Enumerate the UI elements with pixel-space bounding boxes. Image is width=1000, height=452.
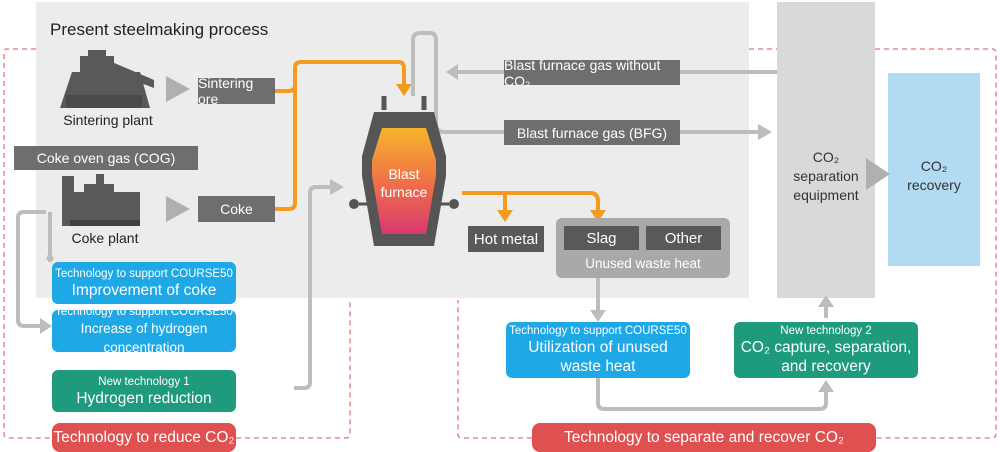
separate-group-outline-right [875, 48, 997, 439]
tech-hydrogen-concentration: Technology to support COURSE50 Increase … [52, 306, 236, 355]
co2-recovery-panel [888, 73, 980, 266]
tech-co2-capture: New technology 2 CO₂ capture, separation… [734, 322, 918, 378]
blast-furnace-label-line2: furnace [380, 184, 428, 200]
coke-plant-icon [62, 174, 140, 226]
reduce-group-outline-right [236, 300, 351, 439]
tech-waste-heat-title-line2: waste heat [560, 358, 636, 375]
tech-hydrogen-concentration-title: Increase of hydrogen concentration [80, 321, 208, 355]
co2-separation-equipment-label: CO₂ separation equipment [777, 148, 875, 205]
blast-furnace-label: Blast furnace [374, 165, 434, 201]
tech-waste-heat-title-line1: Utilization of unused [528, 339, 668, 356]
tech-co2-capture-title-line2: and recovery [781, 358, 871, 375]
group-reduce-co2-label: Technology to reduce CO₂ [52, 423, 236, 452]
reduce-group-outline-left [3, 48, 52, 439]
diagram-title: Present steelmaking process [50, 20, 269, 39]
tech-co2-capture-title-line1: CO₂ capture, separation, [740, 339, 912, 356]
separation-label-line3: equipment [793, 187, 859, 203]
blast-furnace-gas-bfg-label: Blast furnace gas (BFG) [504, 120, 680, 145]
separate-group-outline-left [457, 300, 532, 439]
orange-flow-lines [275, 60, 600, 212]
separation-label-line1: CO₂ [812, 149, 840, 165]
separation-equipment-column [777, 2, 875, 298]
other-label: Other [646, 226, 721, 250]
unused-waste-heat-box: Slag Other Unused waste heat [556, 218, 730, 278]
tech-co2-capture-caption: New technology 2 [780, 325, 872, 337]
sintering-ore-label: Sintering ore [198, 75, 275, 107]
coke-oven-gas-label: Coke oven gas (COG) [14, 146, 198, 170]
tech-hydrogen-reduction-title: Hydrogen reduction [76, 389, 212, 407]
recovery-arrow [866, 158, 890, 190]
blast-furnace-icon [349, 96, 459, 246]
separation-label-line2: separation [793, 168, 859, 184]
hot-metal-label: Hot metal [468, 226, 544, 252]
tech-hydrogen-concentration-caption: Technology to support COURSE50 [55, 306, 233, 318]
coke-label: Coke [198, 196, 275, 222]
gray-flow-lines [16, 31, 828, 411]
recovery-label-line2: recovery [907, 177, 961, 193]
sintering-arrow [166, 76, 190, 102]
recovery-label-line1: CO₂ [920, 158, 948, 174]
tech-improvement-of-coke-caption: Technology to support COURSE50 [55, 267, 233, 280]
unused-waste-heat-caption: Unused waste heat [585, 256, 701, 271]
blast-furnace-label-line1: Blast [388, 166, 420, 182]
tech-utilization-of-waste-heat: Technology to support COURSE50 Utilizati… [506, 322, 690, 378]
group-separate-recover-co2-label: Technology to separate and recover CO₂ [532, 423, 876, 452]
gray-arrowheads [40, 64, 834, 392]
sintering-plant-caption: Sintering plant [63, 112, 153, 128]
tech-hydrogen-reduction: New technology 1 Hydrogen reduction [52, 370, 236, 412]
blast-furnace-gas-without-co2-label: Blast furnace gas without CO₂ [504, 57, 680, 89]
tech-hydrogen-reduction-caption: New technology 1 [98, 375, 190, 388]
tech-improvement-of-coke-title: Improvement of coke [71, 281, 217, 299]
orange-arrowheads [396, 84, 606, 222]
co2-recovery-label: CO₂ recovery [888, 157, 980, 195]
tech-waste-heat-caption: Technology to support COURSE50 [509, 325, 687, 337]
tech-improvement-of-coke: Technology to support COURSE50 Improveme… [52, 262, 236, 304]
coke-arrow [166, 196, 190, 222]
coke-plant-caption: Coke plant [71, 230, 139, 246]
sintering-plant-icon [60, 50, 154, 108]
slag-label: Slag [564, 226, 639, 250]
